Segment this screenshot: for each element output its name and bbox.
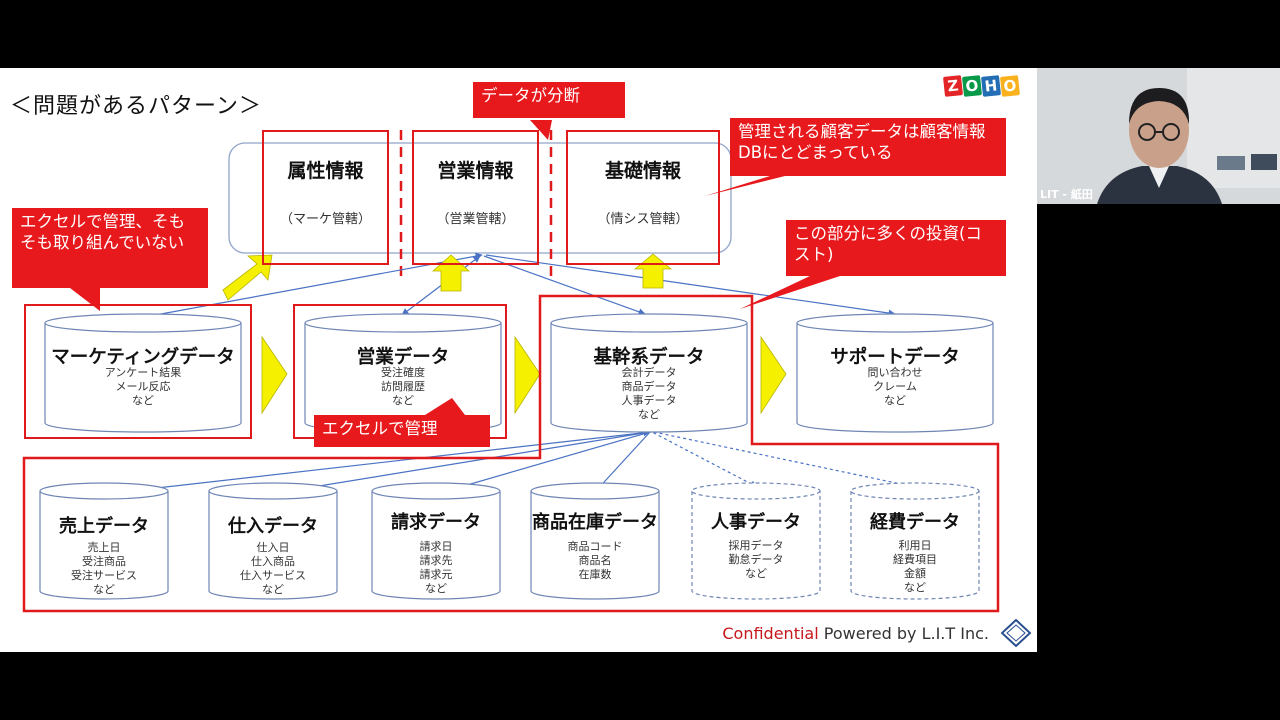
link-jinji	[651, 431, 758, 488]
info-basic-title: 基礎情報	[604, 160, 681, 182]
participant-video[interactable]	[1037, 68, 1280, 204]
footer-confidential: Confidential	[722, 624, 819, 643]
callout-investment: この部分に多くの投資(コスト)	[786, 220, 1006, 276]
support-data-title: サポートデータ	[830, 347, 960, 368]
marketing-data-items: アンケート結果 メール反応 など	[104, 366, 182, 407]
callout-excel-sales: エクセルで管理	[314, 415, 490, 447]
shiire-data-items: 仕入日 仕入商品 仕入サービス など	[240, 541, 306, 596]
seikyu-data-title: 請求データ	[391, 512, 481, 533]
sales-data-title: 営業データ	[356, 347, 450, 368]
diagram-graphics	[22, 120, 1000, 613]
info-sales-sub: （営業管轄）	[436, 212, 515, 227]
sales-data-items: 受注確度 訪問履歴 など	[381, 366, 425, 407]
link-shohin	[594, 431, 651, 493]
tail-managed	[705, 176, 785, 196]
cylinder-seikyu	[371, 482, 501, 600]
link-seikyu	[435, 431, 651, 495]
slide-title: ＜問題があるパターン＞	[10, 94, 262, 119]
redbox-basic-info	[566, 130, 720, 265]
link-uriage	[103, 429, 651, 495]
investment-region	[22, 294, 1000, 613]
info-attribute-title: 属性情報	[287, 160, 364, 182]
info-sales-title: 営業情報	[437, 160, 514, 182]
tail-excel-sales	[425, 398, 465, 415]
cylinder-shiire	[208, 482, 338, 600]
support-data-items: 問い合わせ クレーム など	[867, 366, 923, 407]
shiire-data-title: 仕入データ	[228, 516, 318, 537]
cylinder-marketing	[44, 313, 242, 433]
participant-video-frame	[1037, 68, 1280, 204]
lit-logo-icon	[1001, 619, 1031, 647]
shohin-zaiko-data-title: 商品在庫データ	[532, 512, 658, 533]
participant-name-label: LIT - 紙田	[1040, 188, 1093, 201]
slide-footer: Confidential Powered by L.I.T Inc.	[722, 624, 989, 643]
right-arrow-2	[514, 335, 541, 415]
footer-powered-by: Powered by L.I.T Inc.	[823, 624, 989, 643]
core-data-title: 基幹系データ	[593, 347, 705, 368]
keihi-data-items: 利用日 経費項目 金額 など	[893, 539, 937, 594]
right-arrow-1	[261, 335, 288, 415]
marketing-data-title: マーケティングデータ	[51, 347, 235, 368]
uriage-data-title: 売上データ	[59, 516, 149, 537]
right-arrow-3	[760, 335, 787, 415]
uriage-data-items: 売上日 受注商品 受注サービス など	[71, 541, 137, 596]
up-arrow-core	[633, 253, 673, 289]
link-support	[485, 254, 896, 317]
cylinder-support	[796, 313, 994, 433]
link-shiire	[269, 431, 651, 495]
info-attribute-sub: （マーケ管轄）	[279, 212, 371, 227]
presentation-slide: ＜問題があるパターン＞ Z O H O	[0, 68, 1037, 652]
seikyu-data-items: 請求日 請求先 請求元 など	[419, 540, 453, 595]
up-arrow-marketing	[222, 254, 273, 301]
shohin-zaiko-data-items: 商品コード 商品名 在庫数	[567, 540, 623, 581]
jinji-data-items: 採用データ 勤怠データ など	[728, 539, 784, 580]
tail-data-split	[530, 120, 552, 140]
callout-data-split: データが分断	[473, 82, 625, 118]
redbox-sales-info	[412, 130, 539, 265]
link-keihi	[653, 431, 916, 490]
core-data-items: 会計データ 商品データ 人事データ など	[621, 366, 677, 421]
cylinder-uriage	[39, 482, 169, 600]
link-core	[483, 255, 646, 316]
cylinder-shohin	[530, 482, 660, 600]
info-basic-sub: （情シス管轄）	[597, 212, 689, 227]
cylinder-keihi	[850, 482, 980, 600]
tail-investment	[740, 276, 840, 309]
redbox-attribute	[262, 130, 389, 265]
cylinder-core	[550, 313, 748, 433]
jinji-data-title: 人事データ	[711, 512, 801, 533]
cylinder-jinji	[691, 482, 821, 600]
keihi-data-title: 経費データ	[870, 512, 960, 533]
callout-managed-data: 管理される顧客データは顧客情報DBにとどまっている	[730, 118, 1006, 176]
redbox-marketing	[24, 304, 252, 439]
callout-excel-top: エクセルで管理、そもそも取り組んでいない	[12, 208, 208, 288]
